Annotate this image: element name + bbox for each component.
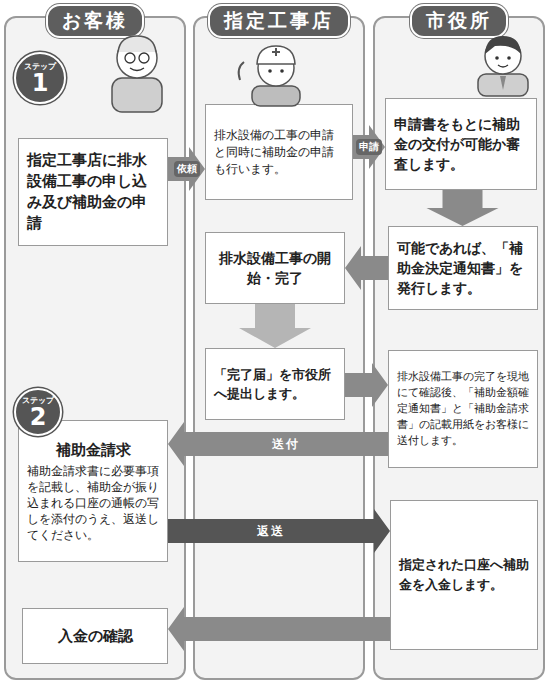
body-shape [478, 74, 528, 96]
badge-text: 2 [30, 405, 47, 429]
flow-arrow [168, 607, 390, 651]
hair-shape [485, 36, 521, 54]
eye-shape [507, 56, 511, 60]
flow-arrow [168, 422, 388, 466]
swimlane: 指定工事店排水設備の工事の申請と同時に補助金の申請も行います。排水設備工事の開始… [193, 16, 365, 680]
process-box: 排水設備工事の完了を現地にて確認後、「補助金額確定通知書」と「補助金請求書」の記… [388, 350, 538, 468]
process-box: 補助金請求補助金請求書に必要事項を記載し、補助金が振り込まれる口座の通帳の写しを… [18, 420, 168, 562]
hair-shape [118, 36, 156, 52]
head-shape [117, 38, 157, 78]
customer-illustration [112, 36, 162, 112]
box-text: 排水設備工事の完了を現地にて確認後、「補助金額確定通知書」と「補助金請求書」の記… [397, 369, 529, 449]
flow-arrow [427, 190, 499, 226]
helmet-shape [257, 46, 295, 64]
body-shape [252, 86, 300, 106]
waving-hand [239, 62, 244, 80]
body-shape [112, 78, 162, 112]
eye-shape [495, 56, 499, 60]
process-box: 排水設備の工事の申請と同時に補助金の申請も行います。 [205, 104, 353, 200]
lane-heading: 市役所 [410, 4, 508, 38]
official-illustration [478, 36, 528, 96]
flow-arrow [239, 304, 311, 348]
badge-text: ステップ [24, 62, 56, 71]
flow-arrow [168, 147, 205, 191]
helmet-cross [272, 48, 280, 56]
box-text: 指定工事店に排水設備工事の申し込み及び補助金の申請 [27, 150, 159, 234]
step-badge: ステップ1 [14, 52, 66, 104]
eye-shape [280, 69, 284, 73]
process-box: 入金の確認 [22, 608, 168, 664]
box-text: 補助金請求書に必要事項を記載し、補助金が振り込まれる口座の通帳の写しを添付のうえ… [27, 463, 159, 543]
box-text: 可能であれば、「補助金決定通知書」を発行します。 [397, 238, 529, 298]
mouth-shape [498, 65, 508, 67]
box-text: 補助金請求 [27, 440, 159, 460]
worker-illustration [239, 46, 300, 106]
box-text: 入金の確認 [31, 626, 159, 646]
lane-heading: お客様 [46, 4, 144, 38]
flow-arrow [345, 363, 388, 407]
process-box: 指定工事店に排水設備工事の申し込み及び補助金の申請 [18, 138, 168, 246]
glasses-shape [139, 53, 149, 63]
step-badge: ステップ2 [14, 388, 62, 436]
flow-arrow [168, 509, 390, 553]
process-box: 排水設備工事の開始・完了 [205, 232, 345, 304]
badge-text: ステップ [22, 396, 54, 405]
box-text: 指定された口座へ補助金を入金します。 [399, 555, 529, 595]
glasses-shape [125, 53, 135, 63]
box-text: 排水設備の工事の申請と同時に補助金の申請も行います。 [214, 127, 344, 178]
mouth-shape [130, 68, 144, 71]
lane-heading: 指定工事店 [208, 4, 350, 38]
flow-arrow [353, 125, 385, 169]
box-text: 排水設備工事の開始・完了 [214, 248, 336, 288]
process-box: 指定された口座へ補助金を入金します。 [390, 500, 538, 650]
swimlane: 市役所申請書をもとに補助金の交付が可能か審査します。可能であれば、「補助金決定通… [373, 16, 545, 680]
head-shape [485, 38, 521, 74]
head-shape [258, 50, 294, 86]
eye-shape [268, 69, 272, 73]
process-box: 申請書をもとに補助金の交付が可能か審査します。 [385, 98, 537, 190]
process-box: 「完了届」を市役所へ提出します。 [205, 348, 345, 420]
box-text: 申請書をもとに補助金の交付が可能か審査します。 [394, 114, 528, 174]
box-text: 「完了届」を市役所へ提出します。 [214, 365, 336, 403]
process-box: 可能であれば、「補助金決定通知書」を発行します。 [388, 226, 538, 310]
badge-text: 1 [32, 71, 49, 95]
flow-arrow [345, 246, 388, 290]
tie-shape [500, 76, 506, 90]
swimlane: お客様ステップ1指定工事店に排水設備工事の申し込み及び補助金の申請ステップ2補助… [4, 16, 186, 680]
